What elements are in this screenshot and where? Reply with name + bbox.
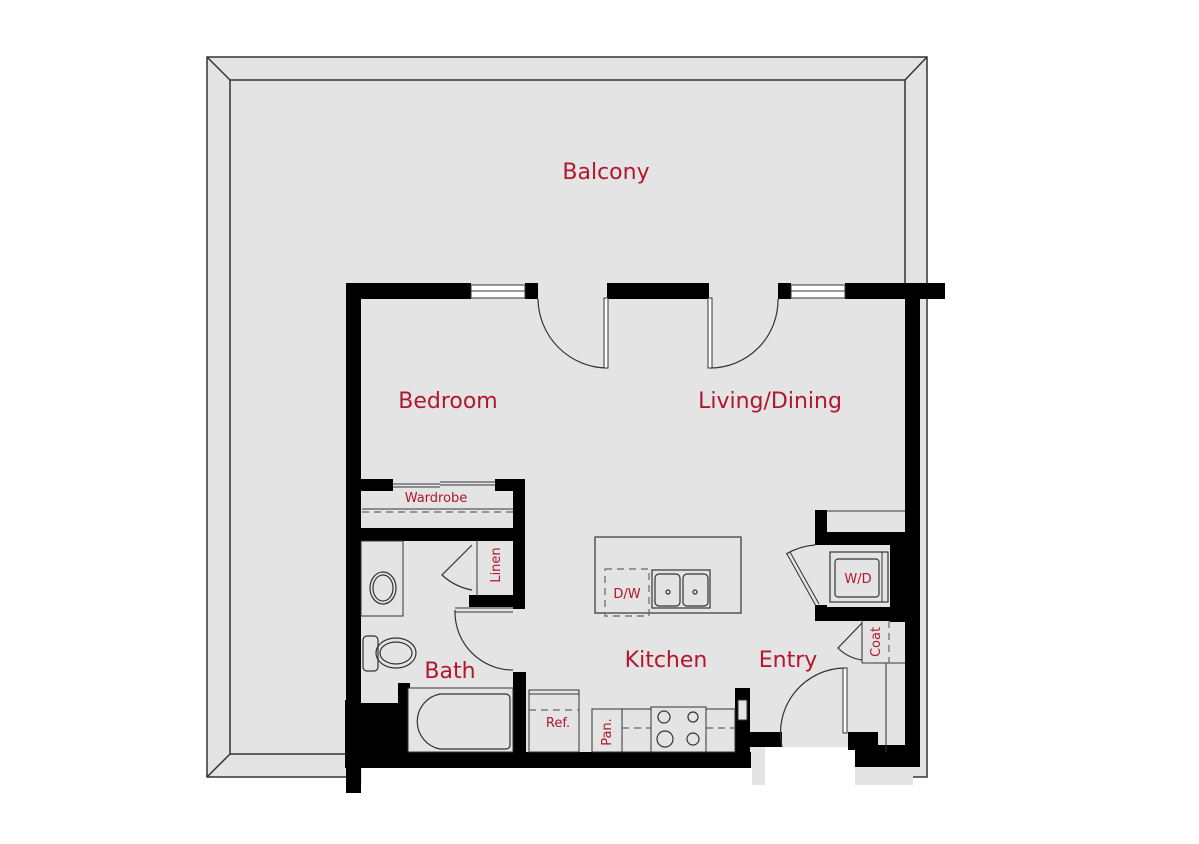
entry-door [779,667,848,748]
refrigerator [528,689,580,753]
washer-dryer [829,551,889,603]
room-label-bath: Bath [424,659,475,684]
room-label-kitchen: Kitchen [625,648,708,673]
balcony-door-right [707,297,779,369]
room-label-coat: Coat [869,627,884,657]
room-label-balcony: Balcony [562,160,649,185]
laundry-closet [785,510,905,607]
window [470,284,846,299]
balcony-door-left [537,297,609,369]
wardrobe [362,481,513,528]
coat-closet [837,620,905,752]
fixture-label-refrigerator: Ref. [546,716,570,731]
bath [360,540,514,753]
room-label-entry: Entry [759,648,818,673]
room-label-linen: Linen [489,547,504,582]
fixture-label-pantry: Pan. [600,718,615,746]
walls [345,283,945,793]
sink [651,569,711,609]
dishwasher [604,568,650,617]
kitchen-island [594,536,742,617]
fixture-label-washer-dryer: W/D [844,572,871,587]
room-label-wardrobe: Wardrobe [405,491,468,506]
kitchen-counter [528,689,748,753]
fixture-label-dishwasher: D/W [613,587,640,602]
room-label-bedroom: Bedroom [398,389,498,414]
room-label-living-dining: Living/Dining [698,389,842,414]
